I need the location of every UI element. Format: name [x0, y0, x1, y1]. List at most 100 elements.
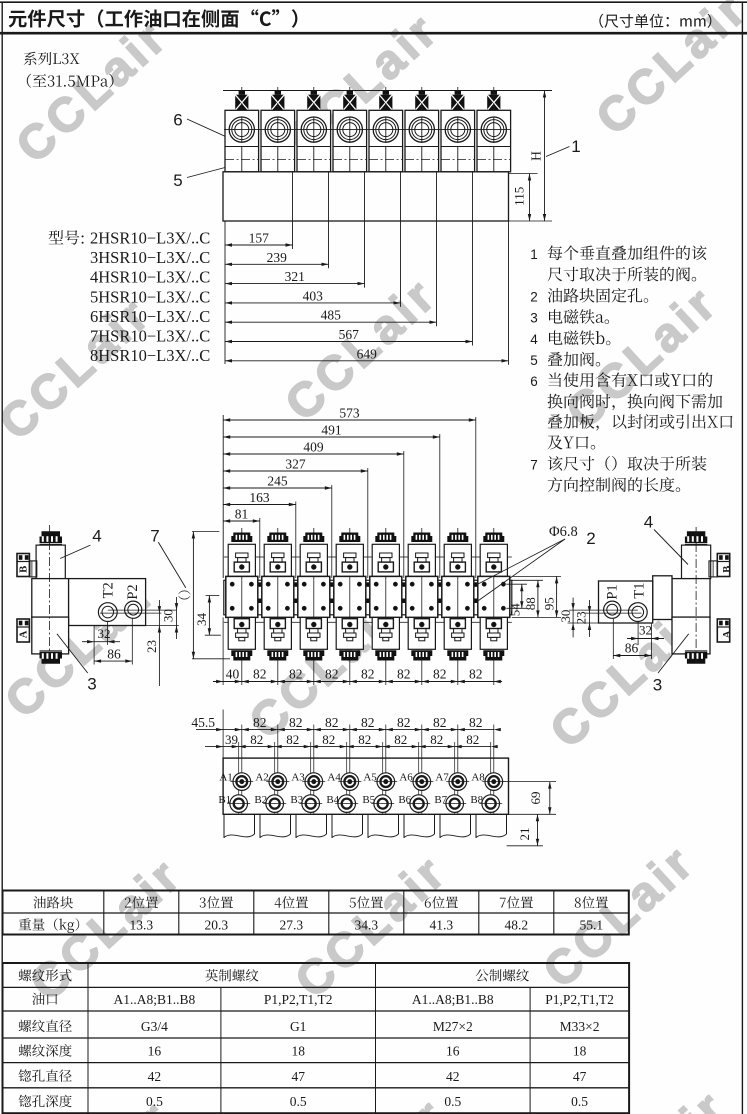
svg-text:69: 69	[528, 792, 543, 805]
svg-text:CCLair: CCLair	[286, 1088, 458, 1114]
svg-text:42: 42	[148, 1069, 162, 1084]
svg-text:A7: A7	[435, 772, 449, 784]
svg-text:55.1: 55.1	[579, 918, 603, 933]
svg-text:82: 82	[433, 667, 447, 682]
svg-text:409: 409	[303, 440, 324, 455]
svg-text:23: 23	[144, 640, 159, 653]
svg-text:16: 16	[446, 1044, 460, 1059]
svg-text:95: 95	[542, 597, 557, 610]
svg-text:82: 82	[358, 732, 371, 747]
svg-text:0.5: 0.5	[146, 1094, 163, 1109]
svg-text:82: 82	[469, 667, 483, 682]
svg-text:2HSR10−L3X/..C: 2HSR10−L3X/..C	[90, 229, 210, 248]
svg-text:2: 2	[586, 529, 595, 548]
svg-text:21: 21	[517, 828, 532, 841]
svg-text:34.3: 34.3	[354, 918, 378, 933]
svg-text:327: 327	[285, 457, 306, 472]
svg-text:CCLair: CCLair	[534, 835, 706, 999]
svg-text:649: 649	[357, 346, 378, 361]
svg-text:40: 40	[226, 667, 240, 682]
svg-text:A6: A6	[399, 772, 413, 784]
svg-text:32: 32	[639, 623, 652, 638]
svg-text:82: 82	[253, 715, 267, 730]
svg-text:86: 86	[625, 641, 639, 656]
svg-text:34: 34	[194, 613, 209, 627]
svg-text:491: 491	[321, 423, 341, 438]
svg-text:M27×2: M27×2	[433, 1019, 473, 1034]
svg-text:82: 82	[397, 667, 411, 682]
svg-text:82: 82	[289, 715, 303, 730]
svg-text:4: 4	[530, 332, 538, 347]
svg-text:5HSR10−L3X/..C: 5HSR10−L3X/..C	[90, 287, 210, 306]
svg-text:321: 321	[285, 269, 305, 284]
svg-text:30: 30	[558, 610, 573, 623]
svg-text:30: 30	[160, 609, 175, 622]
svg-text:A1..A8;B1..B8: A1..A8;B1..B8	[412, 992, 494, 1007]
svg-text:7: 7	[150, 527, 159, 546]
svg-text:82: 82	[466, 732, 479, 747]
svg-text:P1: P1	[604, 584, 620, 599]
svg-text:82: 82	[361, 715, 375, 730]
svg-text:5: 5	[173, 171, 182, 190]
svg-text:82: 82	[250, 732, 263, 747]
svg-text:82: 82	[430, 732, 443, 747]
svg-text:1: 1	[530, 247, 538, 262]
svg-text:81: 81	[235, 507, 249, 522]
svg-text:7HSR10−L3X/..C: 7HSR10−L3X/..C	[90, 327, 210, 346]
svg-text:32: 32	[98, 626, 111, 641]
svg-text:B2: B2	[254, 794, 267, 806]
svg-text:A5: A5	[363, 772, 377, 784]
svg-text:P1,P2,T1,T2: P1,P2,T1,T2	[545, 992, 614, 1007]
svg-text:1: 1	[571, 137, 580, 156]
svg-text:0.5: 0.5	[290, 1094, 307, 1109]
svg-text:CCLair: CCLair	[587, 0, 747, 145]
svg-text:6: 6	[530, 374, 538, 389]
svg-text:48.2: 48.2	[504, 918, 528, 933]
svg-text:A4: A4	[327, 772, 341, 784]
svg-text:82: 82	[433, 715, 447, 730]
svg-text:B1: B1	[218, 794, 231, 806]
svg-text:G1: G1	[290, 1019, 307, 1034]
svg-text:157: 157	[249, 231, 270, 246]
svg-text:4: 4	[92, 527, 101, 546]
svg-text:42: 42	[446, 1069, 460, 1084]
svg-text:7: 7	[530, 458, 538, 473]
svg-text:82: 82	[325, 667, 339, 682]
svg-text:A1: A1	[219, 772, 232, 784]
svg-text:B5: B5	[362, 794, 375, 806]
svg-text:82: 82	[361, 667, 375, 682]
svg-text:82: 82	[253, 667, 267, 682]
svg-text:A: A	[18, 630, 29, 638]
svg-text:23: 23	[574, 611, 589, 624]
svg-text:18: 18	[291, 1044, 305, 1059]
svg-text:M33×2: M33×2	[560, 1019, 600, 1034]
svg-text:239: 239	[267, 250, 288, 265]
svg-text:G3/4: G3/4	[141, 1019, 168, 1034]
svg-text:20.3: 20.3	[204, 918, 228, 933]
svg-text:0.5: 0.5	[571, 1094, 588, 1109]
svg-text:27.3: 27.3	[279, 918, 303, 933]
svg-text:115: 115	[512, 187, 527, 206]
svg-text:16: 16	[148, 1044, 162, 1059]
svg-text:5: 5	[530, 353, 538, 368]
svg-text:39: 39	[225, 732, 238, 747]
svg-text:2: 2	[530, 289, 538, 304]
svg-text:P2: P2	[125, 584, 141, 599]
svg-text:T2: T2	[101, 582, 117, 598]
svg-text:567: 567	[339, 327, 360, 342]
svg-text:3: 3	[530, 311, 538, 326]
svg-text:T1: T1	[631, 583, 647, 599]
svg-text:B: B	[18, 566, 29, 573]
svg-text:82: 82	[289, 667, 303, 682]
svg-text:B: B	[722, 566, 733, 573]
svg-text:54: 54	[507, 603, 522, 617]
svg-text:485: 485	[321, 308, 342, 323]
svg-text:82: 82	[397, 715, 411, 730]
svg-text:B8: B8	[470, 794, 483, 806]
svg-text:82: 82	[394, 732, 407, 747]
svg-text:A8: A8	[471, 772, 485, 784]
svg-text:A: A	[722, 630, 733, 638]
svg-text:3HSR10−L3X/..C: 3HSR10−L3X/..C	[90, 248, 210, 267]
svg-text:A2: A2	[255, 772, 268, 784]
svg-text:82: 82	[322, 732, 335, 747]
